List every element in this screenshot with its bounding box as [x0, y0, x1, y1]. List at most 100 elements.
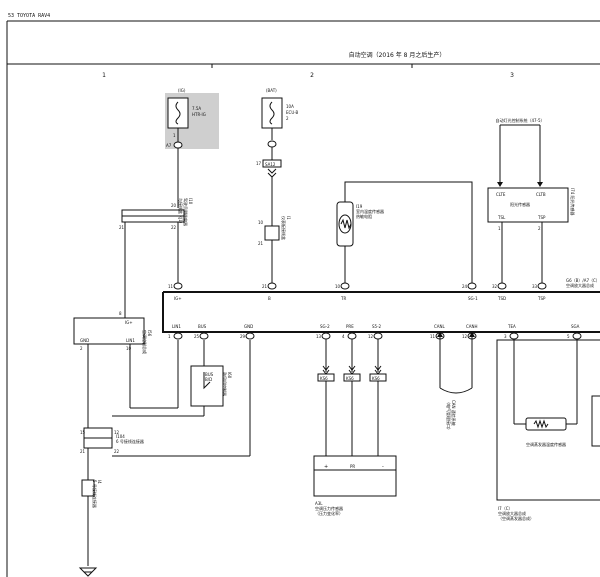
evap-sensor-label: 空调蒸发器温度传感器	[526, 441, 566, 447]
solar-pin-l: 1	[498, 226, 501, 231]
bus-pin-tsd	[497, 282, 507, 290]
lower-pin-name: SG-2	[320, 324, 330, 329]
lower-pin-name: LIN1	[172, 324, 181, 329]
lower-pin-row: LIN11BUS25GND29SG-213PRE4S5-212CANL11CAN…	[168, 324, 582, 340]
joint-pin-c: 21	[80, 449, 86, 454]
solar-name: 阳光传感器	[510, 201, 530, 207]
ks6-connector-group: KS6 KS6 KS6	[317, 339, 387, 456]
junction-sa12	[262, 159, 282, 168]
left-ecu-pin-top: 8	[119, 311, 122, 316]
bus-pin-name: SG-1	[468, 296, 478, 301]
bus-pin-num: 21	[262, 284, 268, 289]
lower-pin-name: BUS	[198, 324, 207, 329]
pressure-sensor	[313, 455, 397, 497]
fuse-1-name: HTR-IG	[192, 112, 206, 117]
lower-pin-name: PRE	[346, 324, 354, 329]
fuse-1-terminal	[173, 141, 183, 149]
solar-sensor	[487, 187, 569, 223]
lower-pin-num: 25	[194, 334, 200, 339]
bus-label: G6（B）/A7（C）空调放大器总成	[566, 278, 600, 288]
relay-pin-right: 22	[171, 225, 177, 230]
left-ecu-side: I56空调控制总成	[142, 330, 152, 354]
left-ecu-gnd: GND	[80, 338, 89, 343]
left-ecu-pin-gnd: 2	[80, 346, 83, 351]
bus-pin-tr	[340, 282, 350, 290]
lower-pin-sg-2	[321, 332, 331, 340]
bus-pin-num: 24	[462, 284, 468, 289]
solar-left: CLTE	[496, 192, 506, 197]
lower-pin-bus	[199, 332, 209, 340]
lower-pin-num: 12	[368, 334, 374, 339]
bus-pin-name: IG+	[174, 296, 182, 301]
diagram-title: 自动空调（2016 年 8 月之后生产）	[349, 51, 446, 59]
lower-pin-s5-2	[373, 332, 383, 340]
bus-pin-name: B	[268, 296, 271, 301]
ks6-label: KS6	[346, 376, 354, 381]
solar-pin-r: 2	[538, 226, 541, 231]
evap-box-label: I7（C）空调放大器总成（空调蒸发器总成）	[498, 506, 534, 521]
lower-pin-name: SGA	[571, 324, 580, 329]
left-ecu-lin: LIN1	[126, 338, 135, 343]
solar-side: I74 阳光传感器	[570, 188, 576, 216]
evaporator-box	[496, 339, 600, 501]
left-ecu	[73, 317, 145, 345]
bus-pin-sg-1	[467, 282, 477, 290]
solar-arrow-heads-icon	[497, 182, 543, 187]
bus-pin-b	[267, 282, 277, 290]
fuse-2-sub: 2	[286, 116, 289, 121]
bus-pin-num: 32	[492, 284, 498, 289]
lower-pin-name: CANH	[466, 324, 478, 329]
column-label-3: 3	[510, 72, 514, 79]
solar-right: CLTB	[536, 192, 546, 197]
lower-pin-name: S5-2	[372, 324, 382, 329]
evap-temp-sensor	[525, 417, 567, 431]
sensor-return-wire	[344, 181, 473, 286]
pressure-pin-plus: +	[324, 464, 328, 470]
bus-pin-name: TSP	[537, 296, 546, 301]
fuse-2-name: ECU-B	[286, 110, 299, 115]
pressure-pin-pr: PR	[350, 464, 355, 469]
bus-pin-tsp	[537, 282, 547, 290]
lower-pin-num: 1	[168, 334, 171, 339]
lower-pin-num: 5	[567, 334, 570, 339]
cowl-pin-bot: 21	[258, 241, 264, 246]
cowl-label: I1仪表板接线盒	[281, 216, 291, 240]
relay-label: I10驾驶员侧继电器与接线盒（J1）	[178, 198, 193, 226]
evap-thermistor-icon	[533, 419, 549, 429]
ground-label: I45 号接线连接器	[92, 480, 102, 508]
solar-out-r: TSP	[537, 215, 546, 220]
bus-pin-name: TSD	[497, 296, 506, 301]
bus-pin-ig+	[173, 282, 183, 290]
cowl-box	[264, 225, 280, 241]
relay-pin-top: 20	[171, 203, 177, 208]
column-label-2: 2	[310, 72, 314, 79]
bus-pin-name: TR	[340, 296, 346, 301]
solar-title: 自动灯光控制系统（47-5）	[495, 117, 544, 123]
junction-chevron-icon	[267, 168, 277, 178]
lower-pin-pre	[347, 332, 357, 340]
lower-pin-gnd	[245, 332, 255, 340]
lower-pin-name: CANL	[434, 324, 446, 329]
thermistor-oval	[338, 214, 352, 234]
ks6-label: KS6	[320, 376, 328, 381]
bus-pin-num: 33	[532, 284, 538, 289]
lower-pin-num: 4	[342, 334, 345, 339]
ground-icon	[78, 567, 98, 577]
joint-pin-a: 15	[80, 430, 86, 435]
junction-label: SA12	[265, 162, 276, 167]
can-bracket	[439, 387, 473, 394]
bus-pin-num: 11	[168, 284, 174, 289]
ks6-label: KS6	[372, 376, 380, 381]
lower-pin-name: TEA	[507, 324, 516, 329]
lower-pin-num: 3	[504, 334, 507, 339]
junction-pin: 17	[256, 161, 262, 166]
amplifier-body	[162, 292, 600, 333]
left-ecu-top: IG+	[125, 320, 133, 325]
left-ecu-pin-lin: 10	[126, 346, 132, 351]
